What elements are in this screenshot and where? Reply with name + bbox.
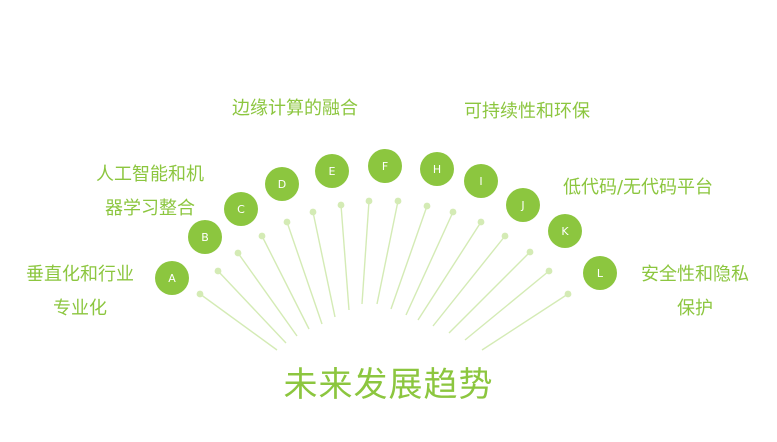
ray-line	[217, 270, 287, 344]
trend-node-circle	[265, 167, 299, 201]
trend-nodes: A B C D E F H I J K L	[155, 149, 617, 295]
trend-node-letter: D	[278, 178, 286, 191]
ray-line	[405, 211, 454, 316]
ray-dot	[196, 290, 204, 298]
ray-dot	[526, 248, 534, 256]
ray-line	[417, 221, 482, 321]
ray-line	[481, 293, 569, 351]
trend-node-i: I	[464, 164, 498, 198]
ray-line	[237, 252, 298, 337]
trend-node-h: H	[420, 152, 454, 186]
ray-line	[432, 235, 506, 327]
trend-node-j: J	[506, 188, 540, 222]
trend-node-l: L	[583, 256, 617, 290]
trend-node-d: D	[265, 167, 299, 201]
trend-node-letter: F	[382, 160, 388, 173]
trend-node-circle	[188, 220, 222, 254]
trend-node-circle	[155, 261, 189, 295]
ray-line	[261, 235, 310, 330]
trend-node-e: E	[315, 154, 349, 188]
ray-dot	[564, 290, 572, 298]
trend-node-circle	[464, 164, 498, 198]
trend-node-circle	[506, 188, 540, 222]
trend-node-circle	[368, 149, 402, 183]
trend-label-line: 人工智能和机	[96, 164, 204, 185]
trend-label-ai: 人工智能和机 器学习整合	[84, 158, 216, 226]
ray-line	[376, 200, 399, 305]
trend-node-letter: H	[433, 163, 441, 176]
ray-dot	[283, 218, 291, 226]
ray-line	[312, 211, 336, 318]
trend-node-c: C	[224, 192, 258, 226]
ray-line	[448, 251, 531, 334]
ray-dot	[394, 197, 402, 205]
ray-line	[199, 293, 278, 351]
trend-node-letter: A	[168, 272, 176, 285]
trend-label-line: 专业化	[53, 298, 107, 319]
trend-label-edge: 边缘计算的融合	[214, 92, 376, 126]
trend-label-vertical: 垂直化和行业 专业化	[14, 258, 146, 326]
trend-label-line: 可持续性和环保	[464, 101, 590, 122]
trend-node-letter: C	[237, 203, 245, 216]
trend-label-sustainable: 可持续性和环保	[446, 95, 608, 129]
trend-label-line: 垂直化和行业	[26, 264, 134, 285]
trend-label-line: 边缘计算的融合	[232, 98, 358, 119]
trend-node-letter: B	[201, 231, 209, 244]
ray-dot	[337, 201, 345, 209]
trend-label-line: 安全性和隐私	[641, 264, 749, 285]
ray-dot	[258, 232, 266, 240]
ray-dot	[545, 267, 553, 275]
ray-line	[361, 200, 370, 305]
trend-label-lowcode: 低代码/无代码平台	[546, 171, 730, 205]
trend-node-circle	[420, 152, 454, 186]
trend-node-letter: J	[520, 199, 524, 212]
ray-dot	[234, 249, 242, 257]
trend-node-letter: L	[597, 267, 604, 280]
ray-dot	[501, 232, 509, 240]
ray-line	[340, 204, 350, 311]
trend-node-letter: K	[561, 225, 569, 238]
trend-node-f: F	[368, 149, 402, 183]
trend-label-line: 器学习整合	[105, 198, 195, 219]
ray-lines	[196, 197, 572, 351]
trend-label-line: 保护	[677, 298, 713, 319]
ray-dot	[214, 267, 222, 275]
ray-dot	[309, 208, 317, 216]
trend-node-circle	[548, 214, 582, 248]
ray-line	[286, 221, 323, 325]
ray-dot	[449, 208, 457, 216]
trend-node-circle	[315, 154, 349, 188]
ray-line	[390, 205, 428, 310]
trend-node-a: A	[155, 261, 189, 295]
trend-node-letter: E	[329, 165, 336, 178]
trend-node-b: B	[188, 220, 222, 254]
trend-node-k: K	[548, 214, 582, 248]
ray-dot	[423, 202, 431, 210]
trend-node-circle	[583, 256, 617, 290]
trend-label-line: 低代码/无代码平台	[562, 177, 714, 198]
trend-label-security: 安全性和隐私 保护	[629, 258, 761, 326]
diagram-title: 未来发展趋势	[283, 365, 494, 405]
trend-node-circle	[224, 192, 258, 226]
ray-dot	[365, 197, 373, 205]
ray-line	[464, 270, 550, 341]
trend-node-letter: I	[479, 175, 482, 188]
ray-dot	[477, 218, 485, 226]
